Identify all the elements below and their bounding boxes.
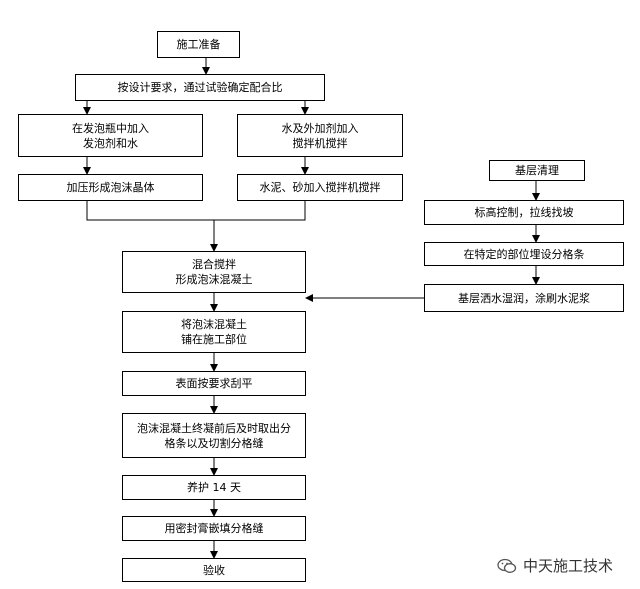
step-base-clean: 基层清理	[489, 160, 585, 181]
watermark: 中天施工技术	[497, 555, 613, 576]
step-foaming-agent: 在发泡瓶中加入 发泡剂和水	[18, 114, 203, 157]
step-pressure-foam: 加压形成泡沫晶体	[18, 174, 203, 201]
step-mix-ratio: 按设计要求，通过试验确定配合比	[75, 74, 325, 101]
step-spread-concrete: 将泡沫混凝土 铺在施工部位	[122, 311, 306, 353]
step-embed-strips: 在特定的部位埋设分格条	[424, 242, 624, 266]
step-curing: 养护 14 天	[122, 475, 306, 500]
step-cut-joints: 泡沫混凝土终凝前后及时取出分 格条以及切割分格缝	[122, 413, 306, 458]
watermark-text: 中天施工技术	[523, 557, 614, 575]
step-base-wetting: 基层洒水湿润，涂刷水泥浆	[424, 284, 624, 312]
step-acceptance: 验收	[122, 558, 306, 582]
step-surface-level: 表面按要求刮平	[122, 371, 306, 396]
wechat-icon	[497, 558, 517, 573]
step-mix-foam-concrete: 混合搅拌 形成泡沫混凝土	[122, 251, 306, 293]
step-construction-prep: 施工准备	[157, 31, 240, 58]
step-seal-joints: 用密封膏嵌填分格缝	[122, 516, 306, 541]
step-water-additive: 水及外加剂加入 搅拌机搅拌	[237, 114, 403, 157]
step-cement-sand: 水泥、砂加入搅拌机搅拌	[237, 174, 403, 201]
step-elevation-control: 标高控制，拉线找坡	[424, 200, 624, 225]
